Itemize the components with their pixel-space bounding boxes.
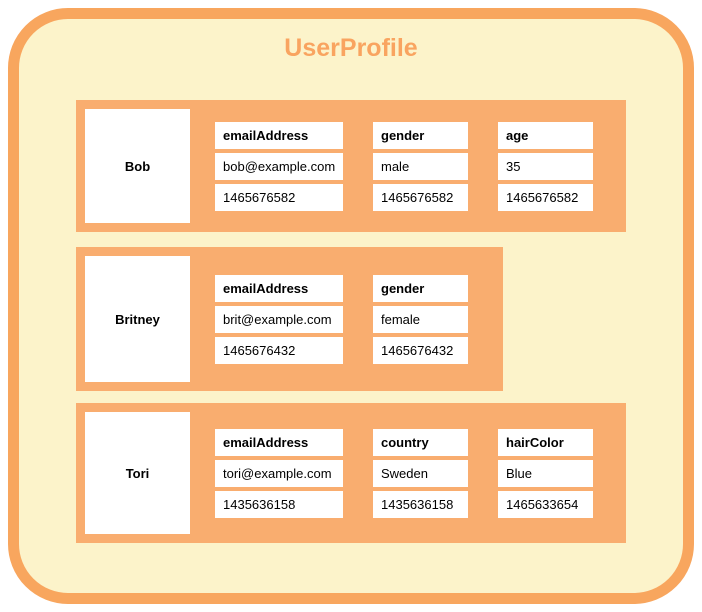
column-name-cell: gender (373, 121, 468, 149)
column-hairColor: hairColor Blue 1465633654 (498, 428, 593, 518)
column-timestamp-cell: 1435636158 (215, 490, 343, 518)
column-emailAddress: emailAddress brit@example.com 1465676432 (215, 274, 343, 364)
column-name-cell: country (373, 428, 468, 456)
column-gender: gender female 1465676432 (373, 274, 468, 364)
columns-group: emailAddress brit@example.com 1465676432… (215, 247, 468, 391)
column-gender: gender male 1465676582 (373, 121, 468, 211)
column-timestamp-cell: 1465676582 (498, 183, 593, 211)
column-emailAddress: emailAddress tori@example.com 1435636158 (215, 428, 343, 518)
column-name-cell: emailAddress (215, 121, 343, 149)
row-key-box: Tori (85, 412, 190, 534)
columns-group: emailAddress tori@example.com 1435636158… (215, 403, 593, 543)
column-value-cell: 35 (498, 152, 593, 180)
column-value-cell: bob@example.com (215, 152, 343, 180)
column-value-cell: male (373, 152, 468, 180)
column-name-cell: hairColor (498, 428, 593, 456)
column-country: country Sweden 1435636158 (373, 428, 468, 518)
column-value-cell: female (373, 305, 468, 333)
row-key-label: Bob (124, 158, 151, 174)
column-timestamp-cell: 1435636158 (373, 490, 468, 518)
row-bob: Bob emailAddress bob@example.com 1465676… (76, 100, 626, 232)
column-value-cell: Sweden (373, 459, 468, 487)
row-key-label: Tori (125, 465, 150, 481)
row-key-box: Britney (85, 256, 190, 382)
column-name-cell: emailAddress (215, 274, 343, 302)
column-timestamp-cell: 1465676582 (373, 183, 468, 211)
column-emailAddress: emailAddress bob@example.com 1465676582 (215, 121, 343, 211)
column-timestamp-cell: 1465676432 (215, 336, 343, 364)
diagram-title: UserProfile (284, 34, 418, 62)
column-age: age 35 1465676582 (498, 121, 593, 211)
column-value-cell: brit@example.com (215, 305, 343, 333)
column-timestamp-cell: 1465676432 (373, 336, 468, 364)
column-name-cell: age (498, 121, 593, 149)
column-name-cell: emailAddress (215, 428, 343, 456)
row-tori: Tori emailAddress tori@example.com 14356… (76, 403, 626, 543)
row-key-label: Britney (115, 311, 160, 327)
column-timestamp-cell: 1465676582 (215, 183, 343, 211)
column-timestamp-cell: 1465633654 (498, 490, 593, 518)
column-value-cell: Blue (498, 459, 593, 487)
columns-group: emailAddress bob@example.com 1465676582 … (215, 100, 593, 232)
column-value-cell: tori@example.com (215, 459, 343, 487)
column-name-cell: gender (373, 274, 468, 302)
row-britney: Britney emailAddress brit@example.com 14… (76, 247, 503, 391)
row-key-box: Bob (85, 109, 190, 223)
